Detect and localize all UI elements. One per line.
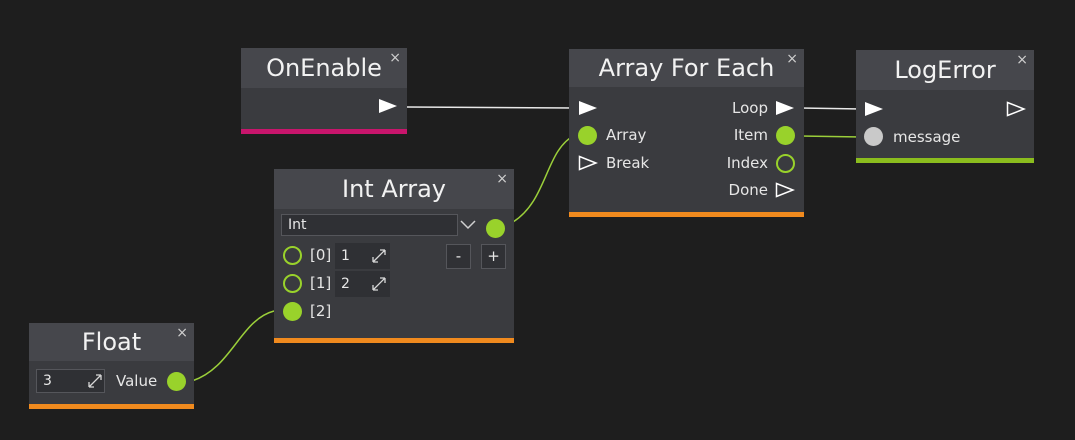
- item-1-port[interactable]: [283, 274, 302, 293]
- item-2-label: [2]: [310, 302, 332, 320]
- expand-icon[interactable]: [88, 374, 102, 388]
- value-out-label: Value: [116, 372, 158, 390]
- item-1-label: [1]: [310, 274, 332, 292]
- wire-float-to-item2: [191, 310, 275, 382]
- loop-out-label: Loop: [732, 99, 768, 117]
- flow-out-port[interactable]: [1006, 101, 1026, 117]
- flow-in-port[interactable]: [578, 100, 598, 116]
- node-title: LogError: [856, 50, 1034, 90]
- node-accent-bar: [569, 212, 804, 217]
- array-in-label: Array: [606, 126, 647, 144]
- item-0-port[interactable]: [283, 246, 302, 265]
- item-0-value-input[interactable]: 1: [335, 243, 390, 269]
- message-in-label: message: [893, 128, 961, 146]
- expand-icon[interactable]: [372, 277, 386, 291]
- break-in-label: Break: [606, 154, 650, 172]
- node-title: Int Array: [274, 169, 514, 209]
- item-out-label: Item: [733, 126, 768, 144]
- loop-out-port[interactable]: [775, 100, 795, 116]
- close-icon[interactable]: ×: [1016, 52, 1028, 68]
- node-array-for-each[interactable]: Array For Each × Array Break Loop Item I…: [569, 49, 804, 217]
- flow-in-port[interactable]: [864, 101, 884, 117]
- array-in-port[interactable]: [578, 126, 597, 145]
- close-icon[interactable]: ×: [786, 51, 798, 67]
- float-value-input[interactable]: 3: [36, 369, 105, 393]
- flow-out-port[interactable]: [378, 98, 398, 114]
- node-title: OnEnable: [241, 48, 407, 88]
- wire-item-to-message: [799, 135, 863, 138]
- close-icon[interactable]: ×: [496, 171, 508, 187]
- node-title: Array For Each: [569, 49, 804, 87]
- node-title: Float: [29, 323, 194, 361]
- node-accent-bar: [856, 158, 1034, 163]
- break-in-port[interactable]: [578, 155, 598, 171]
- done-out-port[interactable]: [775, 182, 795, 198]
- chevron-down-icon[interactable]: [460, 220, 476, 230]
- close-icon[interactable]: ×: [176, 325, 188, 341]
- node-accent-bar: [241, 129, 407, 134]
- item-1-value-input[interactable]: 2: [335, 271, 390, 297]
- expand-icon[interactable]: [372, 249, 386, 263]
- close-icon[interactable]: ×: [389, 50, 401, 66]
- done-out-label: Done: [728, 181, 768, 199]
- item-0-label: [0]: [310, 246, 332, 264]
- index-out-label: Index: [726, 154, 768, 172]
- add-item-button[interactable]: +: [481, 244, 506, 269]
- node-accent-bar: [29, 404, 194, 409]
- item-out-port[interactable]: [776, 126, 795, 145]
- node-log-error[interactable]: LogError × message: [856, 50, 1034, 163]
- wire-onenable-to-foreach: [406, 106, 576, 109]
- type-select[interactable]: Int: [281, 214, 458, 236]
- array-out-port[interactable]: [486, 219, 505, 238]
- message-in-port[interactable]: [864, 127, 883, 146]
- wire-intarray-to-array: [512, 134, 576, 223]
- node-onenable[interactable]: OnEnable ×: [241, 48, 407, 134]
- index-out-port[interactable]: [776, 154, 795, 173]
- remove-item-button[interactable]: -: [446, 244, 471, 269]
- node-int-array[interactable]: Int Array × Int [0] 1 - + [1] 2 [2]: [274, 169, 514, 343]
- value-out-port[interactable]: [167, 372, 186, 391]
- node-accent-bar: [274, 338, 514, 343]
- node-float[interactable]: Float × 3 Value: [29, 323, 194, 409]
- item-2-port[interactable]: [283, 302, 302, 321]
- wire-loop-to-logerror: [799, 107, 863, 110]
